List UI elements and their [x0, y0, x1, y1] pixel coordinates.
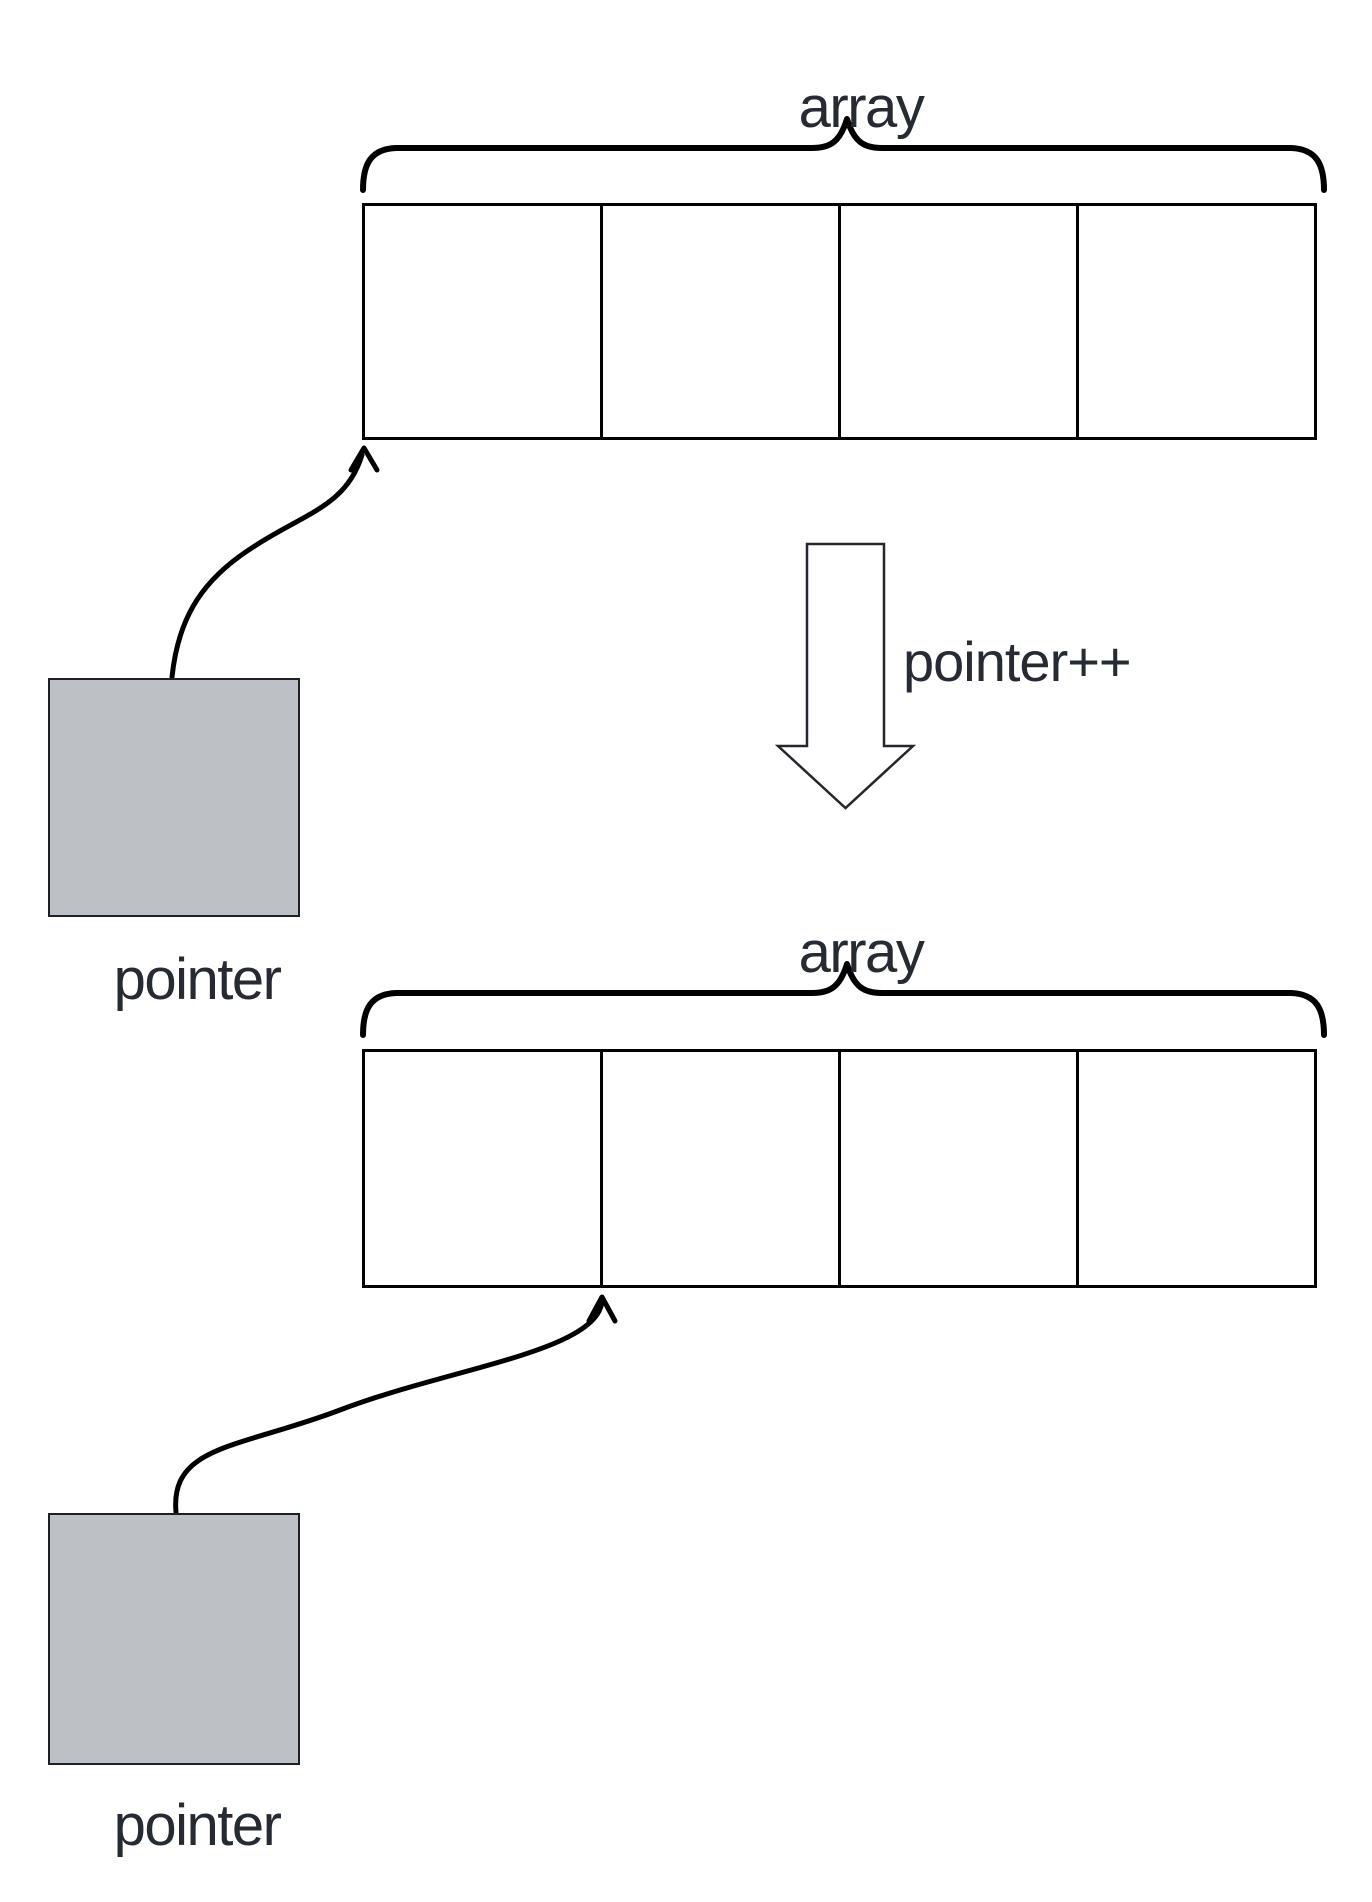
array-cell: [838, 1052, 1076, 1285]
array-cell: [365, 1052, 600, 1285]
array-cell: [1076, 206, 1314, 437]
arrowhead-up-icon: [348, 445, 380, 473]
array-cell: [365, 206, 600, 437]
pointer-label-top: pointer: [113, 947, 282, 1012]
array-top: [362, 203, 1317, 440]
array-label-top: array: [798, 75, 925, 140]
array-cell: [1076, 1052, 1314, 1285]
arrowhead-up-icon: [586, 1294, 618, 1324]
array-cell: [600, 1052, 838, 1285]
array-label-bottom: array: [798, 920, 925, 985]
pointer-box-bottom: [48, 1513, 300, 1765]
pointer-arrow-curve-top: [169, 452, 365, 680]
array-cell: [838, 206, 1076, 437]
big-down-arrow-icon: [774, 542, 917, 810]
pointer-label-bottom: pointer: [113, 1793, 282, 1858]
array-cell: [600, 206, 838, 437]
transition-label: pointer++: [903, 630, 1132, 693]
array-bottom: [362, 1049, 1317, 1288]
pointer-arrow-curve-bottom: [173, 1299, 605, 1515]
pointer-box-top: [48, 678, 300, 917]
